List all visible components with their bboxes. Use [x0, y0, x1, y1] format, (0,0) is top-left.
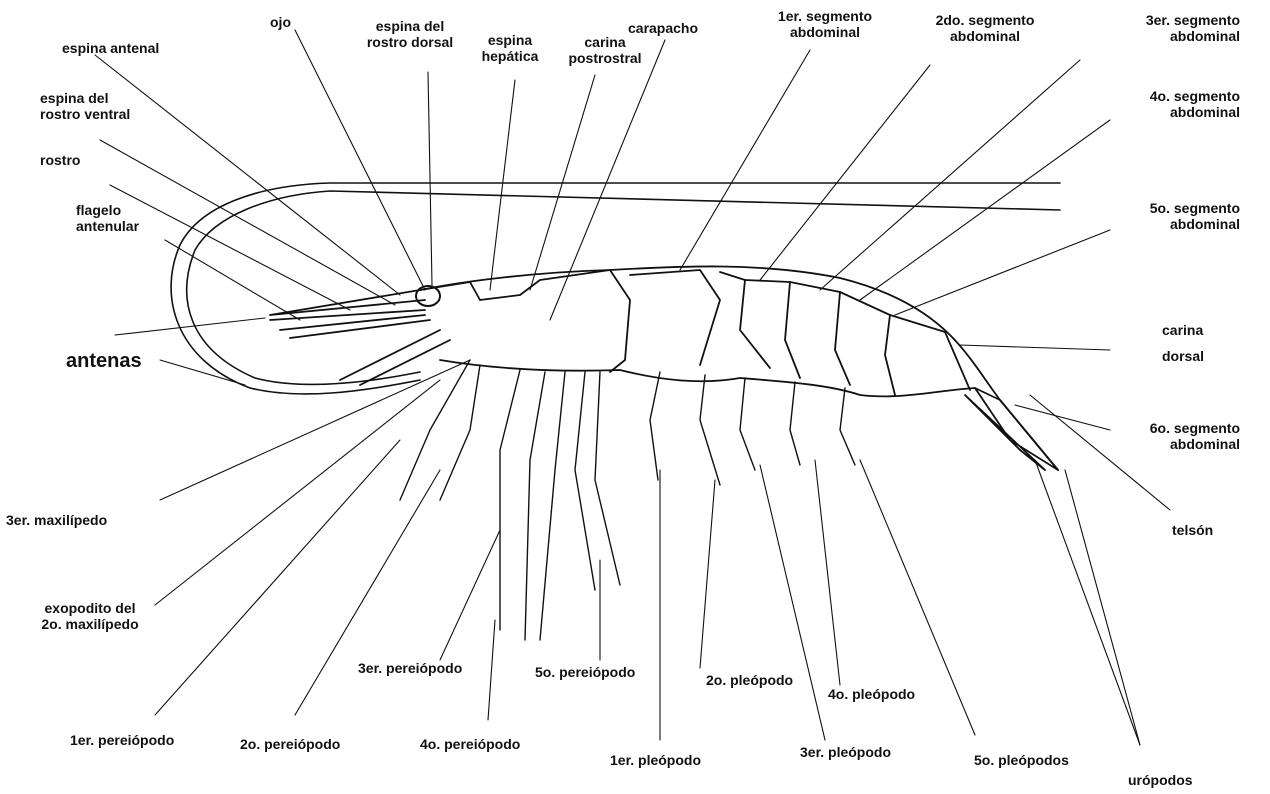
label-5o-pereiopodo: 5o. pereiópodo [535, 664, 635, 680]
pleopods [650, 372, 855, 485]
label-espina-antenal: espina antenal [62, 40, 159, 56]
label-1er-pleopodo: 1er. pleópodo [610, 752, 701, 768]
label-2o-pereiopodo: 2o. pereiópodo [240, 736, 340, 752]
label-3er-segmento-abdominal: 3er. segmento abdominal [1090, 12, 1240, 44]
label-5o-segmento-abdominal: 5o. segmento abdominal [1090, 200, 1240, 232]
label-antenas: antenas [66, 350, 142, 372]
label-3er-pleopodo: 3er. pleópodo [800, 744, 891, 760]
leader-lines [95, 30, 1170, 745]
label-2do-segmento-abdominal: 2do. segmento abdominal [910, 12, 1060, 44]
label-6o-segmento-abdominal: 6o. segmento abdominal [1090, 420, 1240, 452]
label-carina-postrostral: carina postrostral [550, 34, 660, 66]
label-4o-pleopodo: 4o. pleópodo [828, 686, 915, 702]
label-ojo: ojo [270, 14, 291, 30]
pereiopods [400, 360, 620, 640]
label-2o-pleopodo: 2o. pleópodo [706, 672, 793, 688]
label-1er-pereiopodo: 1er. pereiópodo [70, 732, 174, 748]
label-carina-dorsal: carina dorsal [1162, 322, 1204, 364]
label-espina-rostro-dorsal: espina del rostro dorsal [355, 18, 465, 50]
label-rostro: rostro [40, 152, 80, 168]
antenna-flagella [171, 183, 1060, 394]
label-uropodos: urópodos [1128, 772, 1193, 788]
label-exopodito-2o-maxilipedo: exopodito del 2o. maxilípedo [10, 600, 170, 632]
label-flagelo-antenular: flagelo antenular [76, 202, 139, 234]
label-3er-maxilipedo: 3er. maxilípedo [6, 512, 107, 528]
label-3er-pereiopodo: 3er. pereiópodo [358, 660, 462, 676]
label-4o-segmento-abdominal: 4o. segmento abdominal [1090, 88, 1240, 120]
label-espina-hepatica: espina hepática [470, 32, 550, 64]
label-espina-rostro-ventral: espina del rostro ventral [40, 90, 130, 122]
label-1er-segmento-abdominal: 1er. segmento abdominal [750, 8, 900, 40]
label-4o-pereiopodo: 4o. pereiópodo [420, 736, 520, 752]
label-carapacho: carapacho [628, 20, 698, 36]
label-5o-pleopodos: 5o. pleópodos [974, 752, 1069, 768]
label-telson: telsón [1172, 522, 1213, 538]
